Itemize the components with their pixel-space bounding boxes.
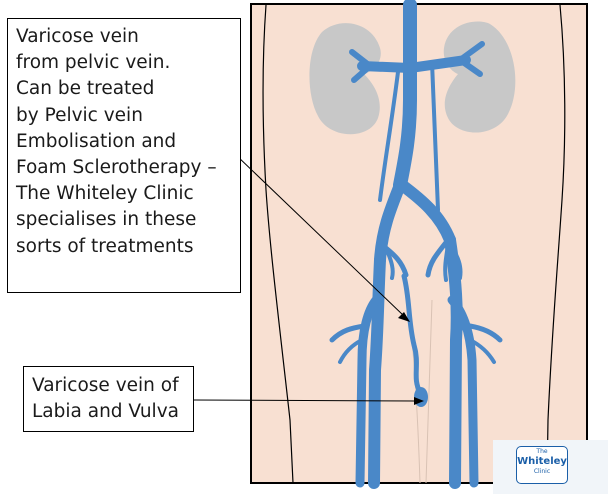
labia-pointer-line: [193, 399, 418, 402]
whiteley-clinic-logo: The Whiteley Clinic: [493, 440, 608, 494]
logo-text-whiteley: Whiteley: [517, 456, 567, 467]
logo-text-the: The: [536, 448, 548, 455]
right-femoral-vein: [444, 234, 463, 489]
labia-vein-label-box: Varicose vein of Labia and Vulva: [23, 366, 194, 432]
right-renal-branch-down: [457, 57, 483, 77]
right-renal-branch-up: [457, 41, 485, 63]
left-gonadal-vein: [378, 70, 400, 202]
pelvic-label-line-2: from pelvic vein.: [16, 52, 171, 74]
right-branch-lower: [468, 338, 496, 364]
pelvic-label-line-9: sorts of treatments: [16, 235, 194, 257]
pelvic-label-line-4: by Pelvic vein: [16, 104, 143, 126]
labia-label-line-1: Varicose vein of: [32, 375, 179, 396]
pelvic-pointer-line: [235, 154, 405, 317]
left-branch-upper: [329, 323, 367, 343]
pelvic-varicose-vein: [401, 273, 423, 395]
logo-badge: The Whiteley Clinic: [516, 446, 568, 484]
torso-outline: [262, 4, 294, 484]
labia-pointer-arrowhead: [414, 397, 424, 405]
pelvic-vein-label-box: Varicose vein from pelvic vein. Can be t…: [7, 18, 241, 293]
vena-cava: [393, 0, 417, 192]
pelvic-label-line-5: Embolisation and: [16, 130, 177, 152]
right-renal-vein: [405, 55, 471, 73]
logo-text-clinic: Clinic: [533, 468, 551, 475]
left-renal-branch-down: [351, 63, 373, 83]
torso-outline-right: [546, 4, 566, 484]
left-renal-branch-up: [349, 49, 373, 69]
body-frame: [250, 3, 588, 484]
right-common-iliac-vein: [396, 179, 456, 246]
pelvic-label-line-7: The Whiteley Clinic: [16, 183, 194, 205]
right-branch-upper: [467, 323, 503, 343]
left-common-iliac-vein: [374, 179, 406, 266]
pelvic-label-line-8: specialises in these: [16, 209, 197, 231]
pelvic-pointer-arrowhead: [398, 312, 410, 322]
left-kidney: [309, 23, 381, 135]
right-gonadal-vein: [430, 60, 440, 212]
right-saphenous-vein: [447, 295, 479, 488]
right-kidney: [443, 21, 516, 133]
left-internal-iliac-2: [384, 246, 395, 280]
pelvic-label-line-1: Varicose vein: [16, 26, 139, 47]
pelvic-label-line-6: Foam Sclerotherapy –: [16, 157, 217, 179]
pelvic-label-line-3: Can be treated: [16, 78, 155, 100]
left-branch-lower: [338, 338, 364, 364]
labia-label-line-2: Labia and Vulva: [32, 401, 179, 423]
left-femoral-vein: [368, 254, 386, 489]
